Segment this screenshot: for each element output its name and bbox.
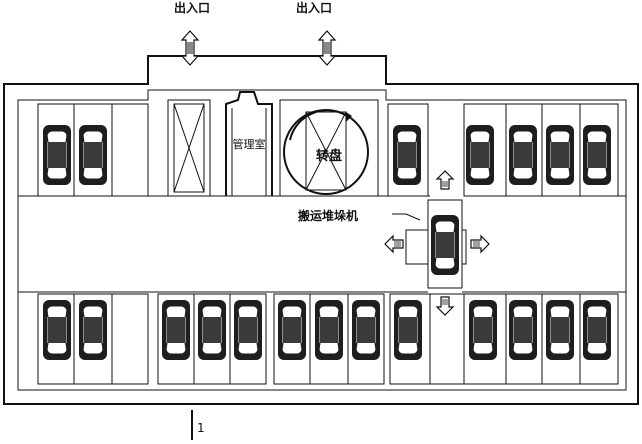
car-icon <box>393 299 423 361</box>
outer-wall <box>3 55 639 405</box>
car-icon <box>545 124 575 186</box>
car-icon <box>314 299 344 361</box>
car-icon <box>197 299 227 361</box>
section-mark-label: 1 <box>197 421 205 435</box>
car-icon <box>78 124 108 186</box>
right-arrow-icon <box>470 235 490 253</box>
car-icon <box>78 299 108 361</box>
car-icon <box>465 124 495 186</box>
car-icon <box>277 299 307 361</box>
car-icon <box>508 124 538 186</box>
management-room-label: 管理室 <box>233 137 266 151</box>
bottom-bay-1 <box>37 293 149 385</box>
car-icon <box>392 124 422 186</box>
car-icon <box>430 214 460 276</box>
car-icon <box>468 299 498 361</box>
turntable-label: 转盘 <box>316 148 342 164</box>
car-icon <box>42 124 72 186</box>
entrance-right-label: 出入口 <box>296 0 332 15</box>
bottom-bay-2 <box>157 293 267 385</box>
bottom-bay-5 <box>505 293 619 385</box>
car-icon <box>508 299 538 361</box>
down-arrow-icon <box>436 296 454 316</box>
car-icon <box>42 299 72 361</box>
stacker <box>405 199 467 289</box>
bottom-bay-3 <box>273 293 385 385</box>
car-icon <box>582 124 612 186</box>
inner-wall <box>17 89 627 391</box>
car-icon <box>161 299 191 361</box>
entrance-left-label: 出入口 <box>174 0 210 15</box>
elevator-bay-1 <box>167 99 211 197</box>
up-down-arrow-icon <box>181 30 199 66</box>
car-icon <box>545 299 575 361</box>
up-arrow-icon <box>436 170 454 190</box>
car-icon <box>351 299 381 361</box>
up-down-arrow-icon <box>318 30 336 66</box>
car-icon <box>582 299 612 361</box>
left-arrow-icon <box>384 235 404 253</box>
stacker-label: 搬运堆垛机 <box>298 208 358 223</box>
car-icon <box>233 299 263 361</box>
management-room: 管理室 <box>225 91 273 196</box>
turntable: 转盘 <box>279 99 379 197</box>
